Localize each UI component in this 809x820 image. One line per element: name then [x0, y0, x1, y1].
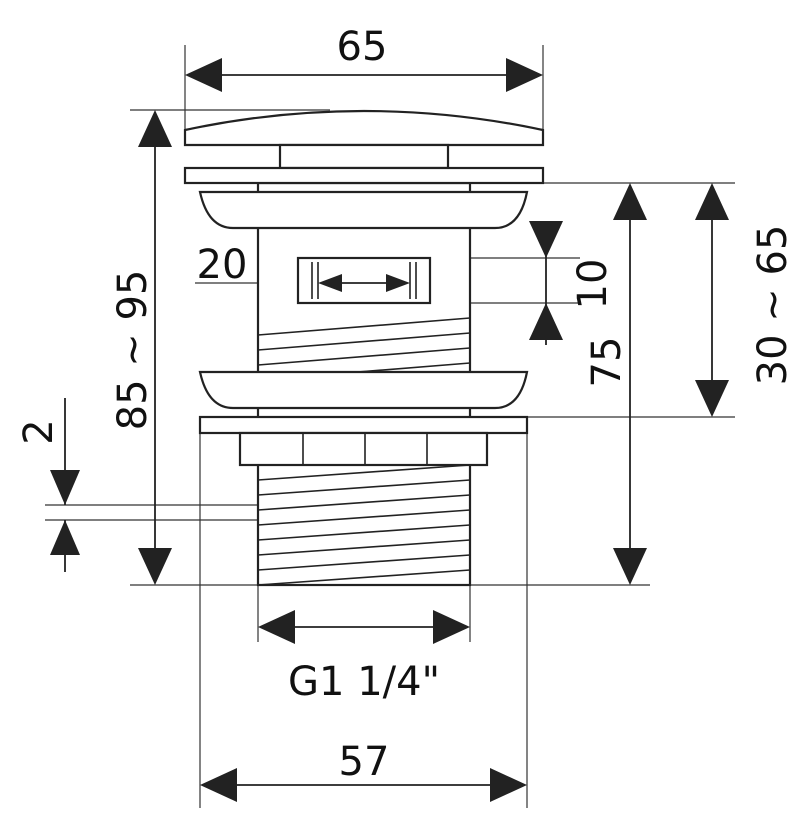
cap-stem: [278, 143, 450, 170]
label-clamping-range: 30 ~ 65: [750, 225, 796, 386]
label-body-length: 75: [584, 337, 630, 388]
label-flange-width: 57: [339, 739, 390, 785]
label-thread-pitch: 2: [16, 419, 62, 444]
overflow-slot: [296, 256, 432, 305]
label-thread: G1 1/4": [288, 659, 440, 705]
top-flange: [183, 166, 545, 185]
label-total-height: 85 ~ 95: [110, 270, 156, 431]
dimension-thread-pitch: 2: [16, 398, 80, 572]
dimension-total-height: 85 ~ 95: [110, 110, 172, 585]
dimension-slot-height: 10: [529, 221, 616, 345]
label-slot-height: 10: [570, 259, 616, 310]
dimension-cap-width: 65: [185, 24, 543, 92]
dimension-flange-width: 57: [200, 739, 527, 802]
lower-thread: [257, 464, 471, 586]
clamp-plate: [198, 415, 529, 435]
dimension-clamping-range: 30 ~ 65: [695, 183, 796, 417]
label-cap-width: 65: [337, 24, 388, 70]
dimension-body-length: 75: [584, 183, 647, 585]
nut: [238, 431, 489, 467]
upper-washer: [198, 190, 529, 230]
cap: [183, 109, 545, 147]
extension-lines: [45, 45, 735, 808]
dimension-slot-width: 20: [197, 242, 410, 292]
dimension-thread: G1 1/4": [258, 610, 470, 705]
pop-up-waste-body: [183, 109, 545, 587]
label-slot-width: 20: [197, 242, 248, 288]
middle-washer: [198, 370, 529, 410]
